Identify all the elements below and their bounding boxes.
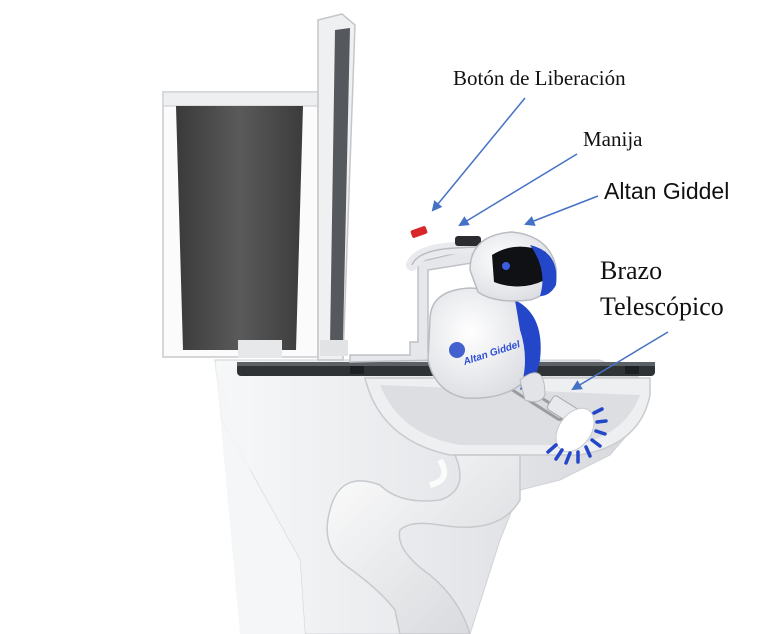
release-button [410, 226, 428, 238]
toilet-tank [162, 91, 319, 358]
arrow-telescopic-arm [571, 331, 669, 391]
label-release-button: Botón de Liberación [453, 66, 626, 90]
cleaning-brush [546, 407, 608, 465]
label-handle: Manija [583, 127, 643, 151]
trap-pipe [326, 454, 521, 634]
arrow-release-button [431, 97, 526, 212]
label-telescopic-arm-line1: Brazo [600, 256, 663, 285]
annotation-arrows [431, 97, 669, 391]
label-robot: Altan Giddel [604, 178, 730, 204]
arrow-robot [524, 195, 599, 226]
label-telescopic-arm-line2: Telescópico [600, 292, 724, 321]
robot [427, 231, 557, 403]
toilet-lid [317, 13, 356, 361]
arrow-handle [458, 153, 578, 227]
